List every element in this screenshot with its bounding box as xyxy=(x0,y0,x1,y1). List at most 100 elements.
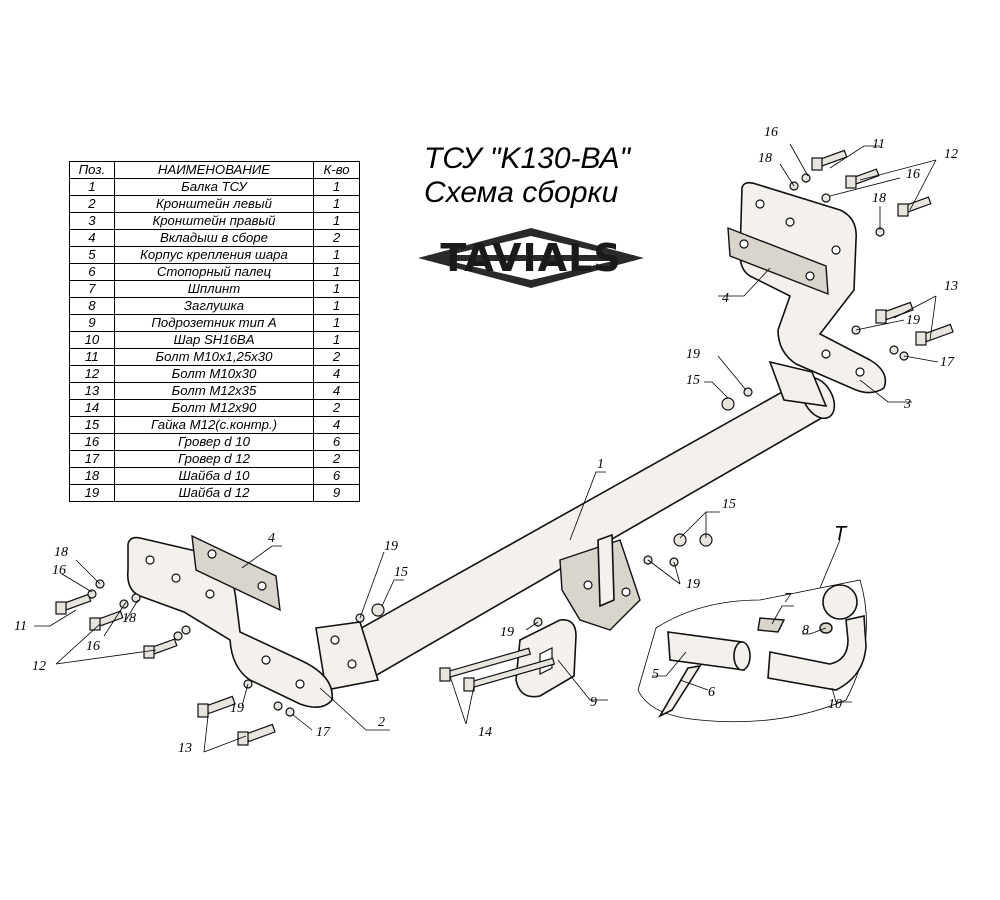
tow-ball-arm-part-10 xyxy=(767,615,867,691)
callout-19-socket: 19 xyxy=(500,625,514,640)
callout-12-left: 12 xyxy=(32,659,46,674)
callout-10: 10 xyxy=(828,697,842,712)
diagram-title: ТСУ "K130-ВА" Схема сборки xyxy=(424,142,630,210)
bolt-m12-part-13-right-b xyxy=(915,323,954,346)
header-position: Поз. xyxy=(69,161,115,179)
tow-ball xyxy=(822,584,858,620)
cell-name: Шайба d 12 xyxy=(113,484,315,502)
cell-name: Вкладыш в сборе xyxy=(113,229,315,247)
cell-name: Гровер d 10 xyxy=(113,433,315,451)
cell-quantity: 2 xyxy=(313,399,360,417)
cell-name: Болт М12х90 xyxy=(113,399,315,417)
callout-6: 6 xyxy=(708,685,715,700)
callout-19-beam: 19 xyxy=(686,347,700,362)
nut-part-15-center-a xyxy=(673,533,687,547)
cell-name: Шар SH16BA xyxy=(113,331,315,349)
cell-position: 19 xyxy=(69,484,115,502)
callout-19-left-lower: 19 xyxy=(230,701,244,716)
bolt-m10-part-11-right xyxy=(811,149,848,171)
logo-diamond-graphic xyxy=(418,228,644,288)
callout-4-left: 4 xyxy=(268,531,275,546)
grover-part-16-right-b xyxy=(821,193,831,203)
callout-19-center: 19 xyxy=(686,577,700,592)
callout-17-right: 17 xyxy=(940,355,955,370)
tavials-logo: TAVIALS xyxy=(418,226,644,290)
callout-3: 3 xyxy=(903,397,911,412)
title-line-model: ТСУ "K130-ВА" xyxy=(424,142,631,175)
callout-19-right: 19 xyxy=(906,313,920,328)
callout-19-left: 19 xyxy=(384,539,398,554)
cell-position: 11 xyxy=(69,348,115,366)
ball-housing-part-5 xyxy=(667,631,745,671)
cell-quantity: 1 xyxy=(313,246,360,264)
callout-12-right: 12 xyxy=(944,147,958,162)
bolt-m12x90-part-14-b xyxy=(463,657,556,692)
callout-16-left-a: 16 xyxy=(52,563,66,578)
callout-18-right-b: 18 xyxy=(872,191,886,206)
tow-beam-part-1 xyxy=(315,360,836,691)
callout-11-right: 11 xyxy=(872,137,885,152)
bolt-m10-part-11-left xyxy=(55,593,92,615)
cell-position: 17 xyxy=(69,450,115,468)
callout-18-right-a: 18 xyxy=(758,151,772,166)
locking-pin-part-6 xyxy=(657,664,702,718)
grover-part-16-left-b xyxy=(119,599,129,609)
callout-13-right: 13 xyxy=(944,279,958,294)
logo-text: TAVIALS xyxy=(440,236,622,280)
callout-18-left-b: 18 xyxy=(122,611,136,626)
bolt-m12x90-part-14-a xyxy=(439,647,532,682)
bolt-m10-part-12-left-a xyxy=(89,610,124,631)
socket-plate-part-9 xyxy=(515,619,577,698)
washer-part-19-right-b xyxy=(889,345,899,355)
washer-part-18-left-c xyxy=(181,625,191,635)
bolt-m10-part-12-right-b xyxy=(897,196,932,217)
nut-part-15-left xyxy=(371,603,385,617)
bolt-m12-part-13-left-a xyxy=(197,695,236,718)
cotter-pin-part-7 xyxy=(757,617,786,633)
callout-13-left: 13 xyxy=(178,741,192,756)
washer-part-18-left-b xyxy=(131,593,141,603)
callout-11-left: 11 xyxy=(14,619,27,634)
callout-18-left-a: 18 xyxy=(54,545,68,560)
grover-part-16-left-c xyxy=(173,631,183,641)
callout-7: 7 xyxy=(784,591,792,606)
cell-name: Кронштейн левый xyxy=(113,195,315,213)
cell-name: Подрозетник тип А xyxy=(113,314,315,332)
callout-16-right-a: 16 xyxy=(764,125,778,140)
grover-part-16-left xyxy=(87,589,97,599)
title-line-subtitle: Схема сборки xyxy=(424,176,619,209)
callout-15-left: 15 xyxy=(394,565,408,580)
callout-8: 8 xyxy=(802,623,809,638)
bolt-m12-part-13-left-b xyxy=(237,723,276,746)
callout-15-beam: 15 xyxy=(686,373,700,388)
callout-15-center: 15 xyxy=(722,497,736,512)
callout-17-left: 17 xyxy=(316,725,331,740)
cell-quantity: 9 xyxy=(313,484,360,502)
insert-part-4-left xyxy=(191,534,281,612)
callout-T-group: T xyxy=(834,523,848,545)
callout-16-right-b: 16 xyxy=(906,167,920,182)
tow-ball-group xyxy=(637,579,867,723)
ball-housing-end xyxy=(733,641,751,671)
bolt-m10-part-12-right-a xyxy=(845,168,880,189)
cell-name: Гровер d 12 xyxy=(113,450,315,468)
grover-part-16-right xyxy=(801,173,811,183)
header-name: НАИМЕНОВАНИЕ xyxy=(113,161,315,179)
callout-1: 1 xyxy=(597,457,604,472)
